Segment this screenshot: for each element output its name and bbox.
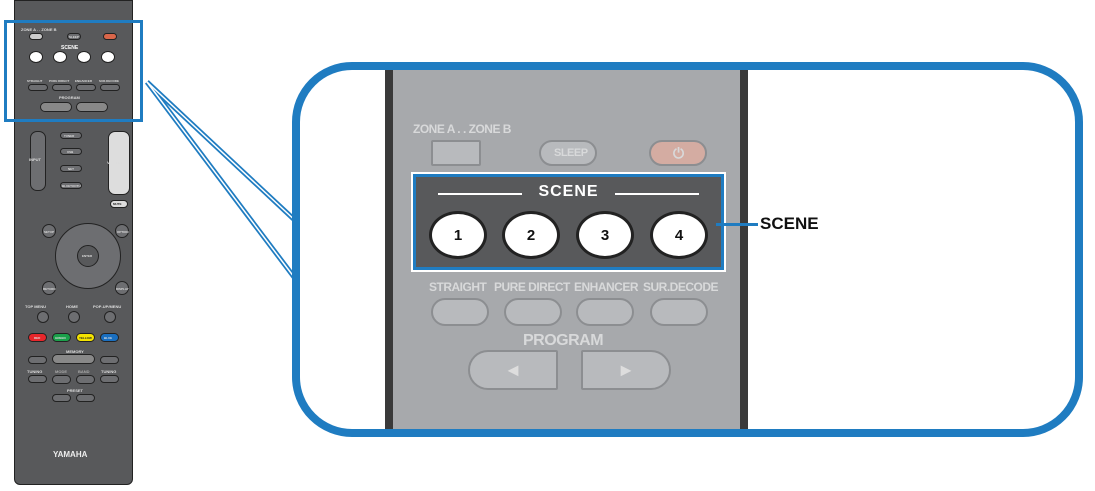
enhancer-small[interactable] xyxy=(76,84,96,91)
popup-menu-button[interactable] xyxy=(104,311,116,323)
zone-switch[interactable] xyxy=(431,140,481,166)
scene-title-small: SCENE xyxy=(61,45,79,51)
straight-small[interactable] xyxy=(28,84,48,91)
scene-4-button[interactable]: 4 xyxy=(650,211,708,259)
sleep-button[interactable]: SLEEP xyxy=(67,33,81,40)
preset-next-button[interactable] xyxy=(76,394,95,402)
green-button[interactable]: GREEN xyxy=(52,333,71,342)
top-menu-button[interactable] xyxy=(37,311,49,323)
sur-decode-small[interactable] xyxy=(100,84,120,91)
enter-button[interactable]: ENTER xyxy=(77,245,99,267)
red-button[interactable]: RED xyxy=(28,333,47,342)
scene-3-small[interactable] xyxy=(77,51,91,63)
program-left-button[interactable]: ◄ xyxy=(468,350,558,390)
zone-label: ZONE A . . ZONE B xyxy=(21,27,57,32)
straight-button[interactable] xyxy=(431,298,489,326)
program-left-small[interactable] xyxy=(40,102,72,112)
enhancer-button[interactable] xyxy=(576,298,634,326)
volume-rocker[interactable] xyxy=(108,131,130,195)
divider xyxy=(615,193,699,195)
next-button[interactable] xyxy=(100,356,119,364)
preset-prev-button[interactable] xyxy=(52,394,71,402)
zoom-callout: ZONE A . . ZONE B SLEEP ⏻ SCENE 1 2 3 4 … xyxy=(292,62,1083,437)
sur-decode-button[interactable] xyxy=(650,298,708,326)
setup-button[interactable]: SETUP xyxy=(42,224,56,238)
tuning-up-button[interactable] xyxy=(100,375,119,383)
tuner-button[interactable]: TUNER xyxy=(60,132,82,139)
zone-label: ZONE A . . ZONE B xyxy=(413,122,511,136)
power-button[interactable] xyxy=(103,33,117,40)
band-button[interactable] xyxy=(76,375,95,384)
mode-button[interactable] xyxy=(52,375,71,384)
home-button[interactable] xyxy=(68,311,80,323)
yellow-button[interactable]: YELLOW xyxy=(76,333,95,342)
blue-button[interactable]: BLUE xyxy=(100,333,119,342)
scene-3-button[interactable]: 3 xyxy=(576,211,634,259)
display-button[interactable]: DISPLAY xyxy=(115,281,129,295)
zone-switch[interactable] xyxy=(29,33,43,40)
program-right-small[interactable] xyxy=(76,102,108,112)
scene-callout-label: SCENE xyxy=(760,214,819,233)
input-rocker[interactable] xyxy=(30,131,46,191)
return-button[interactable]: RETURN xyxy=(42,281,56,295)
scene-4-small[interactable] xyxy=(101,51,115,63)
scene-1-button[interactable]: 1 xyxy=(429,211,487,259)
remote-control: ZONE A . . ZONE B SLEEP SCENE STRAIGHT P… xyxy=(14,0,133,485)
divider xyxy=(438,193,522,195)
pure-direct-button[interactable] xyxy=(504,298,562,326)
usb-button[interactable]: USB xyxy=(60,148,82,155)
scene-2-button[interactable]: 2 xyxy=(502,211,560,259)
power-icon: ⏻ xyxy=(673,145,684,161)
scene-title: SCENE xyxy=(538,183,599,200)
option-button[interactable]: OPTION xyxy=(115,224,129,238)
tuning-down-button[interactable] xyxy=(28,375,47,383)
mute-button[interactable]: MUTE xyxy=(110,200,128,208)
yamaha-logo: YAMAHA xyxy=(53,450,88,459)
scene-group: SCENE 1 2 3 4 xyxy=(411,172,726,272)
prev-button[interactable] xyxy=(28,356,47,364)
scene-1-small[interactable] xyxy=(29,51,43,63)
play-button[interactable] xyxy=(52,354,95,364)
power-button[interactable]: ⏻ xyxy=(649,140,707,166)
bluetooth-button[interactable]: BLUETOOTH xyxy=(60,182,82,189)
sleep-button[interactable]: SLEEP xyxy=(539,140,597,166)
scene-2-small[interactable] xyxy=(53,51,67,63)
pure-direct-small[interactable] xyxy=(52,84,72,91)
label-leader-line xyxy=(716,223,758,226)
program-title: PROGRAM xyxy=(523,332,604,349)
net-button[interactable]: NET xyxy=(60,165,82,172)
highlight-box xyxy=(4,20,143,122)
remote-zoomed: ZONE A . . ZONE B SLEEP ⏻ SCENE 1 2 3 4 … xyxy=(385,70,748,429)
program-right-button[interactable]: ► xyxy=(581,350,671,390)
